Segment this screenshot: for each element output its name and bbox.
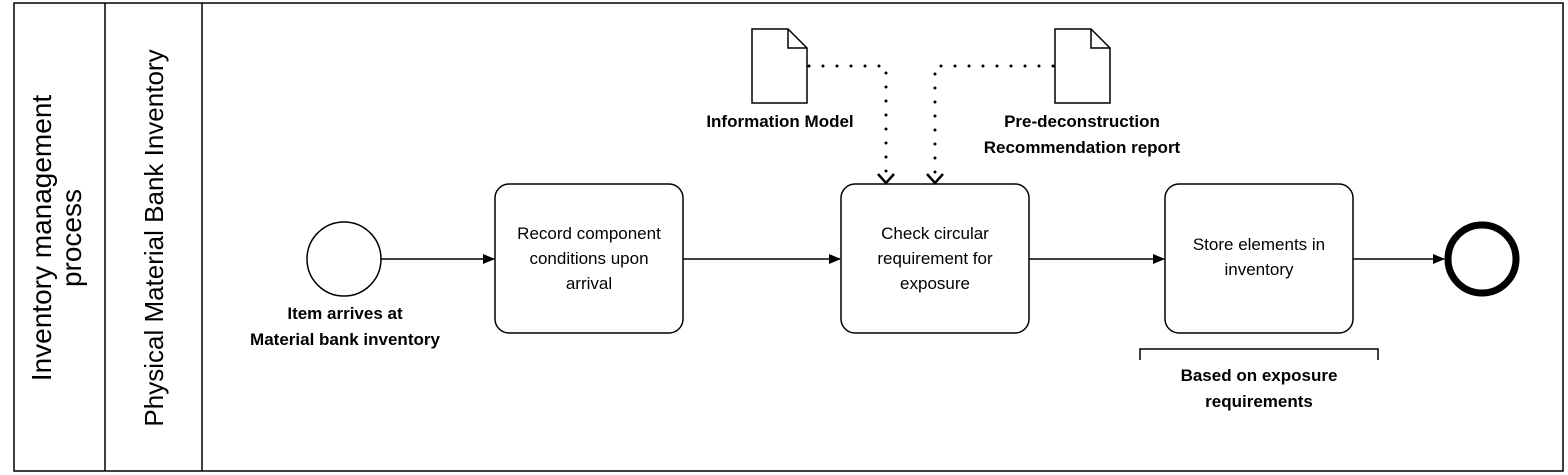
start-event-label-line1: Item arrives at bbox=[287, 304, 403, 323]
lane-title: Physical Material Bank Inventory bbox=[139, 13, 169, 463]
end-event bbox=[1444, 221, 1520, 297]
document-recommendation-report-label: Pre-deconstruction Recommendation report bbox=[952, 109, 1212, 161]
start-event-label-line2: Material bank inventory bbox=[250, 330, 440, 349]
document-2-line2: Recommendation report bbox=[983, 138, 1181, 157]
text-annotation: Based on exposure requirements bbox=[1140, 363, 1378, 415]
pool-title-line2: process bbox=[56, 188, 87, 288]
association-arrowhead-2 bbox=[926, 173, 944, 185]
text-annotation-line2: requirements bbox=[1205, 392, 1313, 411]
task-2-line1: Check circular bbox=[881, 224, 989, 243]
pool-title: Inventory management process bbox=[26, 8, 87, 468]
task-2-line2: requirement for bbox=[877, 249, 993, 268]
task-1-line2: conditions upon bbox=[529, 249, 649, 268]
task-3-line1: Store elements in bbox=[1192, 235, 1326, 254]
task-store-elements-label: Store elements in inventory bbox=[1165, 232, 1353, 282]
task-check-requirement-label: Check circular requirement for exposure bbox=[841, 221, 1029, 296]
document-recommendation-report-icon bbox=[1054, 28, 1111, 104]
pool-title-line1: Inventory management bbox=[26, 94, 57, 382]
text-annotation-line1: Based on exposure bbox=[1180, 366, 1338, 385]
document-information-model-icon bbox=[751, 28, 808, 104]
lane-title-text: Physical Material Bank Inventory bbox=[139, 49, 169, 427]
start-event-label: Item arrives at Material bank inventory bbox=[220, 301, 470, 353]
document-2-line1: Pre-deconstruction bbox=[1004, 112, 1160, 131]
text-annotation-bracket bbox=[1139, 348, 1379, 360]
start-event bbox=[306, 221, 382, 297]
task-1-line1: Record component bbox=[517, 224, 661, 243]
pool-border bbox=[13, 2, 1564, 472]
document-1-line1: Information Model bbox=[706, 112, 854, 131]
task-1-line3: arrival bbox=[565, 274, 613, 293]
association-arrowhead-1 bbox=[877, 173, 895, 185]
task-record-conditions-label: Record component conditions upon arrival bbox=[495, 221, 683, 296]
document-information-model-label: Information Model bbox=[660, 109, 900, 135]
task-3-line2: inventory bbox=[1224, 260, 1294, 279]
task-2-line3: exposure bbox=[900, 274, 970, 293]
